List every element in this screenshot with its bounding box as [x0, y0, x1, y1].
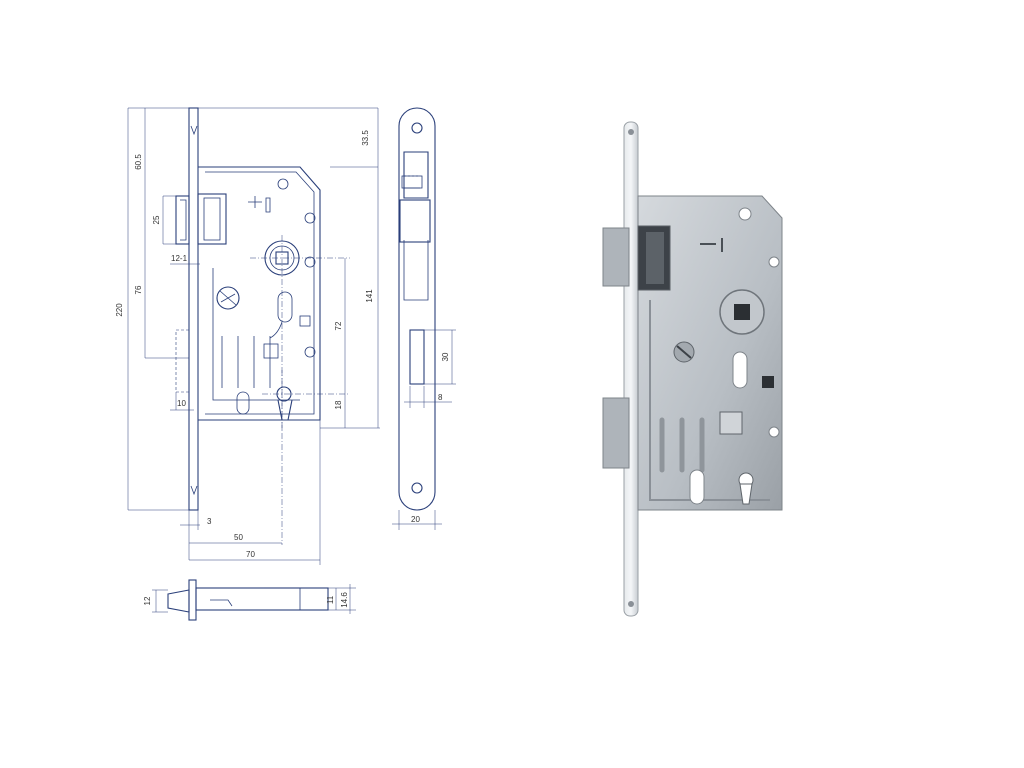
photo-keyhole-bottom — [739, 483, 753, 505]
photo-hole-right — [768, 256, 780, 268]
dim-label-60-5: 60.5 — [134, 154, 143, 170]
latch-housing-inner — [203, 197, 221, 241]
dim-line-12 — [152, 589, 168, 613]
dim-line-10 — [170, 392, 194, 411]
front-latch-bolt-detail — [180, 199, 187, 241]
photo-oval-slot — [732, 351, 748, 389]
dim-line-76 — [144, 220, 189, 359]
side-screw-bottom — [411, 482, 423, 494]
dim-line-11-14-6 — [328, 584, 356, 614]
top-latch-bolt — [167, 589, 190, 613]
dim-label-72: 72 — [334, 321, 343, 330]
small-square-window — [263, 343, 279, 359]
side-view-drawing: 30 8 20 — [392, 107, 456, 530]
top-forend-plate — [188, 579, 197, 621]
dim-label-220: 220 — [115, 303, 124, 317]
photo-small-square — [762, 376, 774, 388]
dim-label-20: 20 — [411, 515, 420, 524]
spring-arm-detail — [269, 321, 283, 339]
top-case-details — [210, 587, 301, 610]
case-hole-right-mid — [304, 256, 316, 268]
side-latch-hatch — [404, 175, 420, 189]
front-view-drawing: 220 60.5 76 25 12-1 10 33.5 141 72 18 3 … — [115, 107, 380, 565]
keyhole-bottom — [277, 399, 293, 421]
dim-label-12-1: 12-1 — [171, 254, 188, 263]
side-latch-bolt — [399, 199, 431, 243]
dim-label-30: 30 — [441, 352, 450, 361]
dim-label-11: 11 — [326, 595, 335, 604]
dim-line-3 — [180, 510, 200, 560]
dim-label-141: 141 — [365, 289, 374, 303]
lock-case-outline — [198, 166, 321, 421]
front-forend-plate — [188, 107, 199, 511]
photo-screw-hole-bottom — [628, 601, 634, 607]
top-view-drawing: 12 11 14.6 — [143, 579, 356, 621]
forend-screw-marks — [190, 125, 198, 496]
dim-label-33-5: 33.5 — [361, 130, 370, 146]
side-latch-face — [403, 151, 429, 199]
top-case-body — [195, 587, 329, 611]
side-latch-window — [401, 175, 423, 189]
photo-square-window — [719, 411, 743, 435]
photo-spindle-hole — [734, 304, 750, 320]
side-forend-outline — [398, 107, 436, 511]
side-deadbolt-slot — [409, 329, 425, 385]
case-comb-slots — [212, 268, 300, 401]
photo-forend-plate — [623, 121, 639, 617]
case-hole-right-lower — [304, 346, 316, 358]
case-screw-slot — [219, 290, 237, 306]
side-screw-top — [411, 122, 423, 134]
case-hole-right-upper — [304, 212, 316, 224]
photo-case-rib — [649, 300, 770, 501]
dim-line-30 — [424, 329, 456, 385]
oval-slot-upper — [277, 291, 293, 323]
dim-label-70: 70 — [246, 550, 255, 559]
case-screw-head — [216, 286, 240, 310]
lock-product-illustration — [602, 121, 783, 617]
photo-latch-inner — [646, 232, 664, 284]
dim-line-220 — [127, 107, 189, 511]
dim-line-8 — [404, 386, 452, 408]
case-hole-top — [277, 178, 289, 190]
oval-slot-lower — [236, 391, 250, 415]
small-square-notch — [299, 315, 311, 327]
dim-label-25: 25 — [152, 215, 161, 224]
dim-label-14-6: 14.6 — [340, 592, 349, 608]
photo-case-slots — [659, 417, 705, 473]
photo-latch-bolt — [602, 227, 630, 287]
dim-line-141 — [198, 107, 379, 428]
front-deadbolt-hidden — [175, 329, 190, 393]
dim-label-50: 50 — [234, 533, 243, 542]
dim-line-33-5 — [320, 166, 380, 429]
front-latch-bolt — [175, 195, 190, 245]
photo-deadbolt — [602, 397, 630, 469]
lock-case-inner-edge — [205, 171, 315, 415]
photo-lock-case — [637, 195, 783, 511]
photo-lever-detail — [700, 238, 723, 252]
dim-label-76: 76 — [134, 285, 143, 294]
photo-screw-slot — [676, 345, 692, 359]
photo-hole-right-lower — [768, 426, 780, 438]
dim-line-20 — [392, 510, 442, 530]
lever-pin-detail — [248, 196, 271, 213]
photo-screw-hole-top — [628, 129, 634, 135]
photo-lower-slot — [689, 469, 705, 505]
dim-line-25 — [162, 195, 176, 245]
dim-label-12: 12 — [143, 596, 152, 605]
latch-housing — [197, 193, 227, 245]
dim-label-8: 8 — [438, 393, 443, 402]
dim-label-18: 18 — [334, 400, 343, 409]
dim-label-10: 10 — [177, 399, 186, 408]
dim-line-70 — [189, 420, 321, 565]
photo-hole-top — [738, 207, 752, 221]
dim-label-3: 3 — [207, 517, 212, 526]
side-latch-body — [403, 240, 429, 301]
